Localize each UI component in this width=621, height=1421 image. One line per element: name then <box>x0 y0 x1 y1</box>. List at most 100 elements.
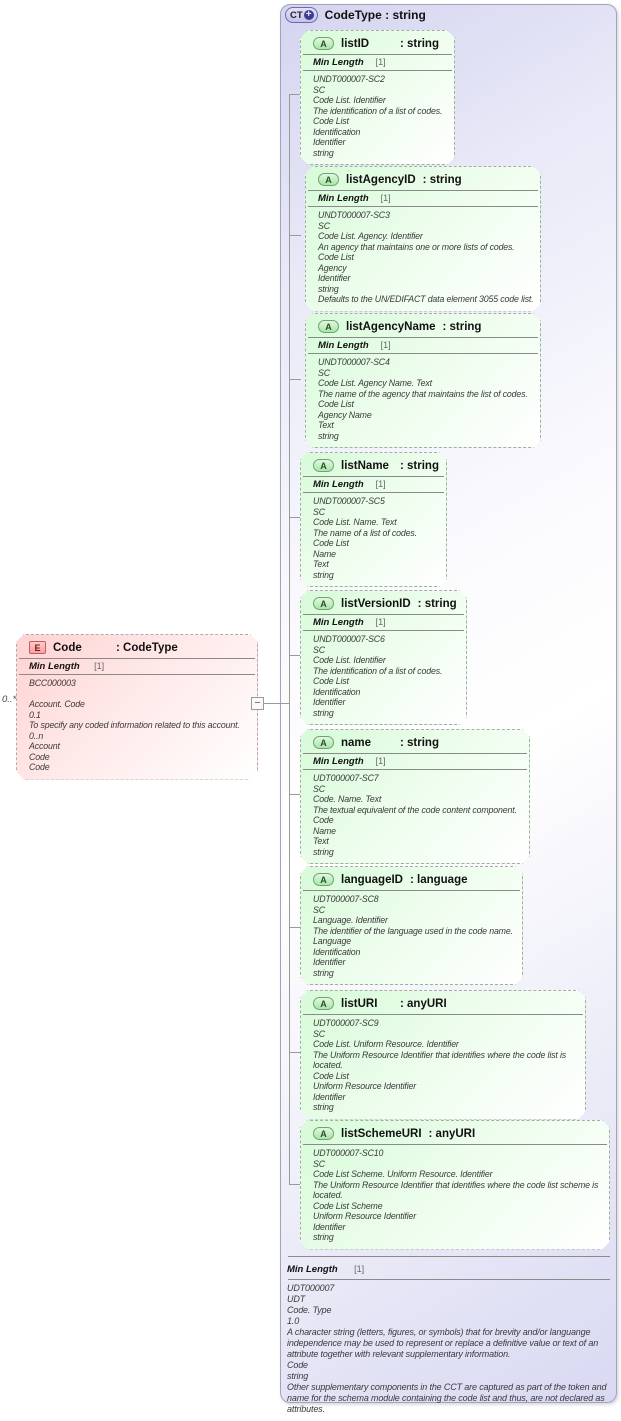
attribute-icon: A <box>313 1127 334 1140</box>
facet-row: Min Length[1] <box>301 754 529 769</box>
divider <box>303 630 464 631</box>
facet-row: Min Length[1] <box>301 477 446 492</box>
doc-row: SC <box>313 506 325 517</box>
facet-label: Min Length <box>313 57 364 68</box>
divider <box>308 353 538 354</box>
attribute-connector-stub <box>289 927 301 928</box>
attribute-icon: A <box>313 873 334 886</box>
doc-row: Identifier <box>313 957 346 967</box>
attribute-name: listSchemeURI <box>341 1127 422 1140</box>
doc-row: UDT <box>287 1294 306 1304</box>
attribute-icon: A <box>313 459 334 472</box>
doc-row: Identifier <box>318 273 351 283</box>
divider <box>19 674 255 675</box>
doc-row: An agency that maintains one or more lis… <box>318 241 515 252</box>
doc-row: Identification <box>313 126 361 137</box>
doc-row: 0..n <box>29 730 44 741</box>
divider <box>303 492 444 493</box>
doc-row: Language <box>313 936 351 946</box>
element-box-Code[interactable]: E Code : CodeType Min Length [1] BCC0000… <box>16 634 258 780</box>
doc-row: Identifier <box>313 137 346 147</box>
doc-row: Code List <box>313 116 349 126</box>
attribute-type: : anyURI <box>428 1127 476 1140</box>
doc-row: Code List. Identifier <box>313 95 386 105</box>
divider <box>303 890 520 891</box>
attribute-connector-stub <box>289 235 301 236</box>
facet-row: Min Length [1] <box>301 55 454 70</box>
attribute-icon: A <box>313 37 334 50</box>
collapse-handle[interactable]: − <box>251 697 264 710</box>
facet-row: Min Length [1] <box>286 1257 612 1279</box>
attribute-icon: A <box>318 173 339 186</box>
doc-row: Code List <box>318 399 354 409</box>
doc-row: 0.1 <box>29 709 41 720</box>
divider <box>303 614 464 615</box>
doc-row: Code <box>287 1360 308 1370</box>
facet-value: [1] <box>375 479 386 489</box>
doc-row: UDT000007-SC8 <box>313 894 379 904</box>
doc-row: SC <box>313 84 325 95</box>
doc-row: SC <box>313 783 325 794</box>
facet-row: Min Length[1] <box>306 338 540 353</box>
element-type: : CodeType <box>116 641 178 654</box>
doc-row: Account. Code <box>29 699 85 709</box>
facet-value: [1] <box>354 1264 365 1274</box>
cardinality-label: 0..* <box>2 694 17 705</box>
attribute-connector-stub <box>289 379 301 380</box>
doc-row: string <box>313 569 334 580</box>
doc-row: UDT000007-SC10 <box>313 1148 384 1158</box>
doc-row: The Uniform Resource Identifier that ide… <box>313 1179 599 1200</box>
doc-row: UNDT000007-SC2 <box>313 74 385 84</box>
divider <box>308 190 538 191</box>
attribute-connector-stub <box>289 1052 301 1053</box>
facet-label: Min Length <box>313 617 364 628</box>
doc-row: Identifier <box>313 697 346 707</box>
facet-value: [1] <box>380 193 391 203</box>
element-header: E Code : CodeType <box>17 635 257 658</box>
doc-row <box>29 689 255 700</box>
attribute-name: languageID <box>341 873 403 886</box>
doc-row: Identification <box>313 946 361 957</box>
facet-value: [1] <box>94 661 105 671</box>
doc-row: SC <box>313 904 325 915</box>
doc-row: Text <box>313 836 329 846</box>
attribute-connector-stub <box>289 655 301 656</box>
attribute-connector-stub <box>289 94 301 95</box>
doc-row: Uniform Resource Identifier <box>313 1211 417 1221</box>
attribute-type: : string <box>400 459 439 472</box>
attribute-name: listAgencyName <box>346 320 436 333</box>
doc-row: UDT000007 <box>287 1283 335 1293</box>
doc-row: Name <box>313 548 336 559</box>
doc-row: SC <box>318 220 330 231</box>
facet-value: [1] <box>375 57 386 67</box>
attribute-type: : string <box>400 37 439 50</box>
attribute-icon: A <box>313 997 334 1010</box>
divider <box>303 70 452 71</box>
facet-label: Min Length <box>318 193 369 204</box>
doc-row: UNDT000007-SC4 <box>318 357 390 367</box>
facet-row: Min Length[1] <box>301 615 466 630</box>
element-icon: E <box>29 641 46 654</box>
expand-icon[interactable]: + <box>303 10 314 20</box>
doc-row: UDT000007-SC9 <box>313 1018 379 1028</box>
doc-row: Code. Type <box>287 1305 332 1315</box>
doc-row: string <box>313 1102 334 1112</box>
doc-row: Code List Scheme. Uniform Resource. Iden… <box>313 1169 493 1179</box>
